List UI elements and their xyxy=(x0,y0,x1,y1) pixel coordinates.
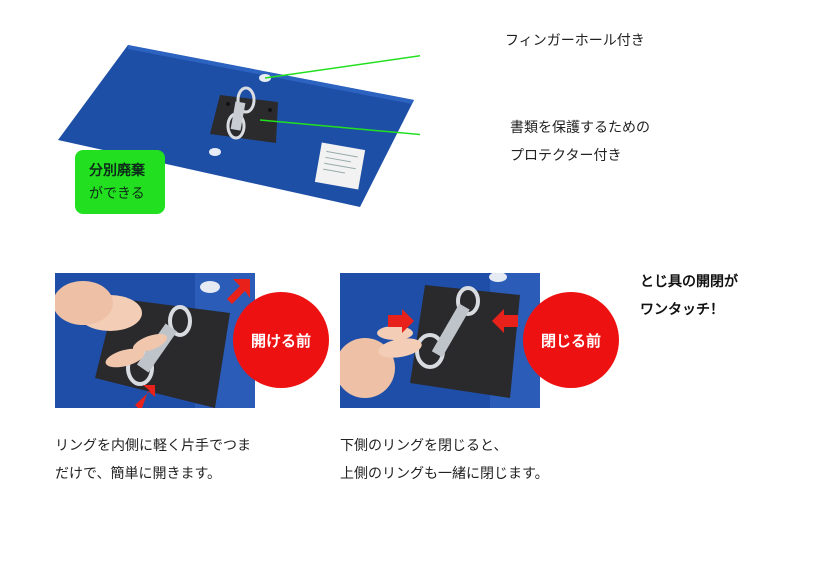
callout-protector-line1: 書類を保護するための xyxy=(510,120,650,136)
arrow-icon xyxy=(492,309,518,333)
before-opening-badge: 開ける前 xyxy=(233,292,329,388)
photo-before-opening xyxy=(55,273,255,408)
recycle-badge: 分別廃棄 ができる xyxy=(75,150,165,214)
callout-line-protector xyxy=(259,119,420,136)
caption-left-line2: だけで、簡単に開きます。 xyxy=(55,466,222,482)
callout-protector-line2: プロテクター付き xyxy=(510,148,622,164)
headline-line1: とじ具の開閉が xyxy=(640,274,738,290)
recycle-badge-line2: ができる xyxy=(89,186,145,202)
caption-right-line2: 上側のリングも一緒に閉じます。 xyxy=(340,466,549,482)
callout-finger-hole: フィンガーホール付き xyxy=(505,33,645,49)
photo-before-closing xyxy=(340,273,540,408)
arrow-icon xyxy=(135,385,155,408)
recycle-badge-line1: 分別廃棄 xyxy=(89,163,145,179)
binder-illustration xyxy=(58,45,420,207)
caption-left-line1: リングを内側に軽く片手でつま xyxy=(55,438,251,454)
callout-line-finger xyxy=(264,55,420,79)
before-closing-badge: 閉じる前 xyxy=(523,292,619,388)
arrow-icon xyxy=(227,279,250,304)
photo-before-opening-image xyxy=(55,273,255,408)
caption-right-line1: 下側のリングを閉じると、 xyxy=(340,438,508,454)
photo-before-closing-image xyxy=(340,273,540,408)
arrow-icon xyxy=(388,309,414,333)
finger-hole-lower xyxy=(209,148,221,156)
headline-line2: ワンタッチ！ xyxy=(640,302,724,318)
